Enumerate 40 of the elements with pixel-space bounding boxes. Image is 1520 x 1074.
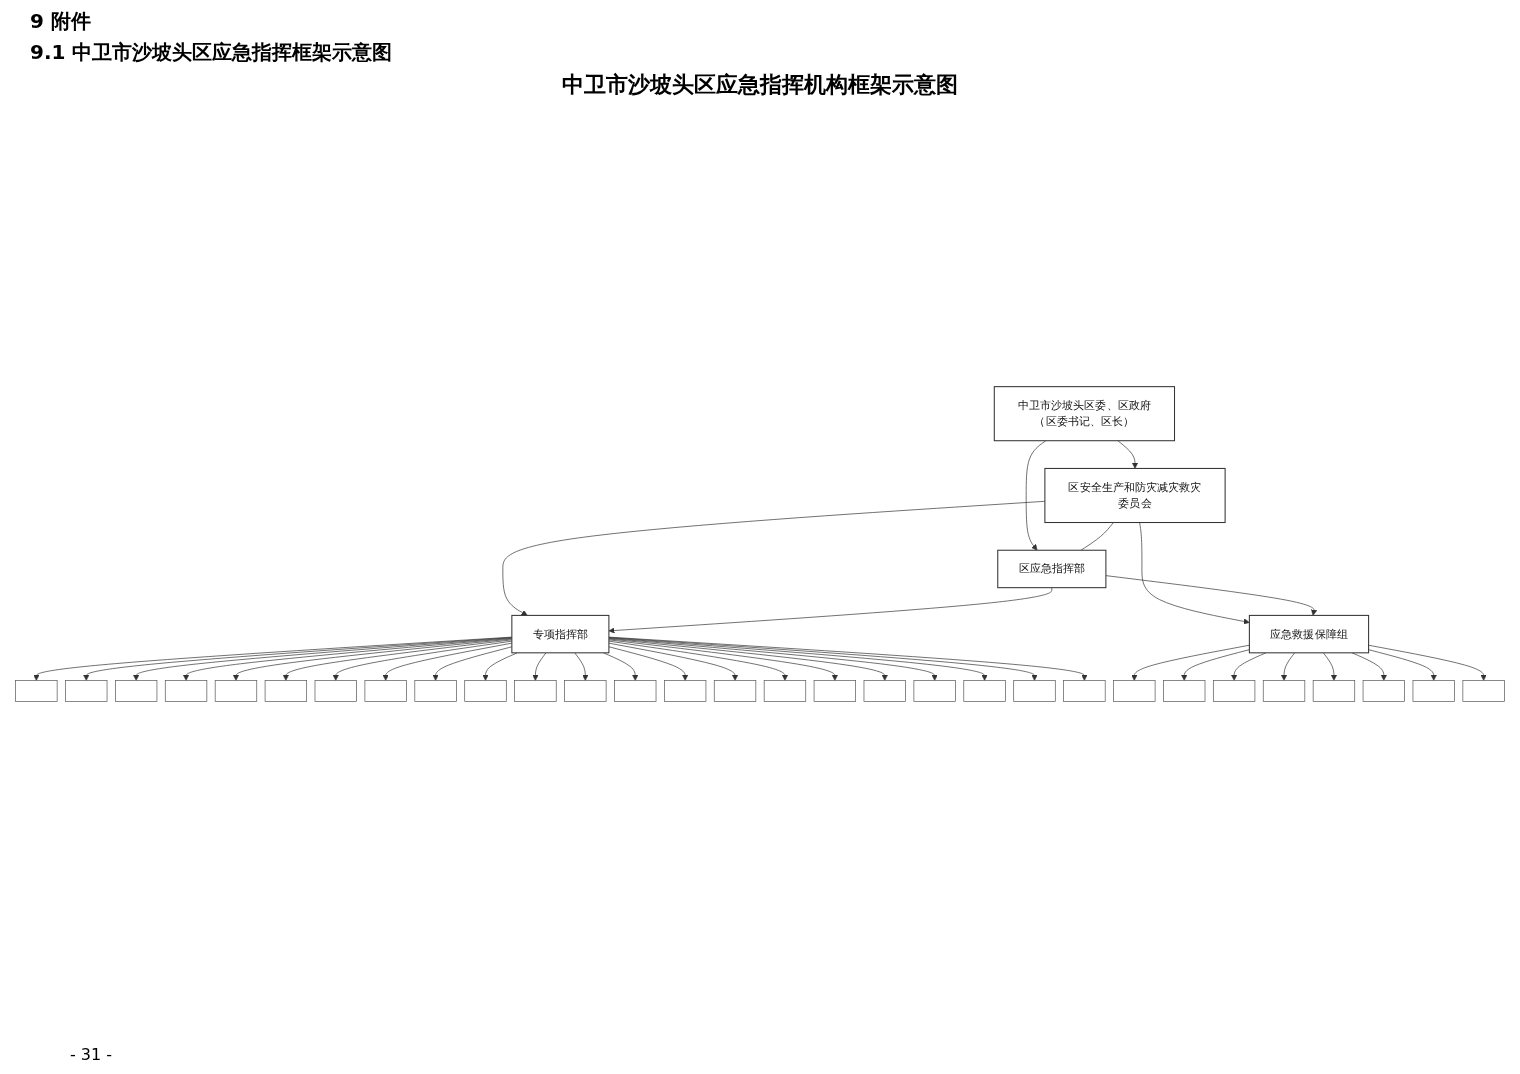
node-box [164, 680, 208, 702]
node-box: 区应急指挥部 [997, 549, 1107, 589]
connector [1080, 522, 1114, 551]
node-box: 中卫市沙坡头区委、区政府（区委书记、区长） [993, 386, 1176, 442]
node-box [1312, 680, 1356, 702]
node-box [1213, 680, 1256, 702]
node-box: 区安全生产和防灾减灾救灾委员会 [1044, 467, 1226, 524]
node-box [763, 680, 807, 702]
node-box [1013, 680, 1056, 702]
node-box [1362, 680, 1405, 702]
node-box [713, 680, 757, 702]
node-box [1063, 680, 1106, 702]
node-box [614, 680, 657, 702]
node-box [664, 680, 707, 702]
node-box [364, 680, 407, 702]
page-title: 9.1 中卫市沙坡头区应急指挥框架示意图 [30, 39, 394, 66]
node-box: 专项指挥部 [511, 614, 610, 654]
node-box [1262, 680, 1306, 702]
node-box [115, 680, 158, 702]
page-number: - 31 - [70, 1045, 113, 1064]
node-box [963, 680, 1006, 702]
node-box [264, 680, 307, 702]
node-box [464, 680, 507, 702]
node-box [214, 680, 258, 702]
node-box [1113, 680, 1156, 702]
node-box [1412, 680, 1455, 702]
node-box [1163, 680, 1206, 702]
node-box [1462, 680, 1505, 702]
node-box: 应急救援保障组 [1248, 614, 1370, 654]
node-box [863, 680, 906, 702]
node-box [813, 680, 856, 702]
chart-title: 中卫市沙坡头区应急指挥机构框架示意图 [561, 71, 959, 99]
node-box [564, 680, 607, 702]
node-box [414, 680, 457, 702]
node-box [913, 680, 956, 702]
node-box [15, 680, 58, 702]
section-heading: 9 附件 [30, 8, 91, 35]
node-box [314, 680, 357, 702]
node-box [514, 680, 557, 702]
node-box [65, 680, 108, 702]
